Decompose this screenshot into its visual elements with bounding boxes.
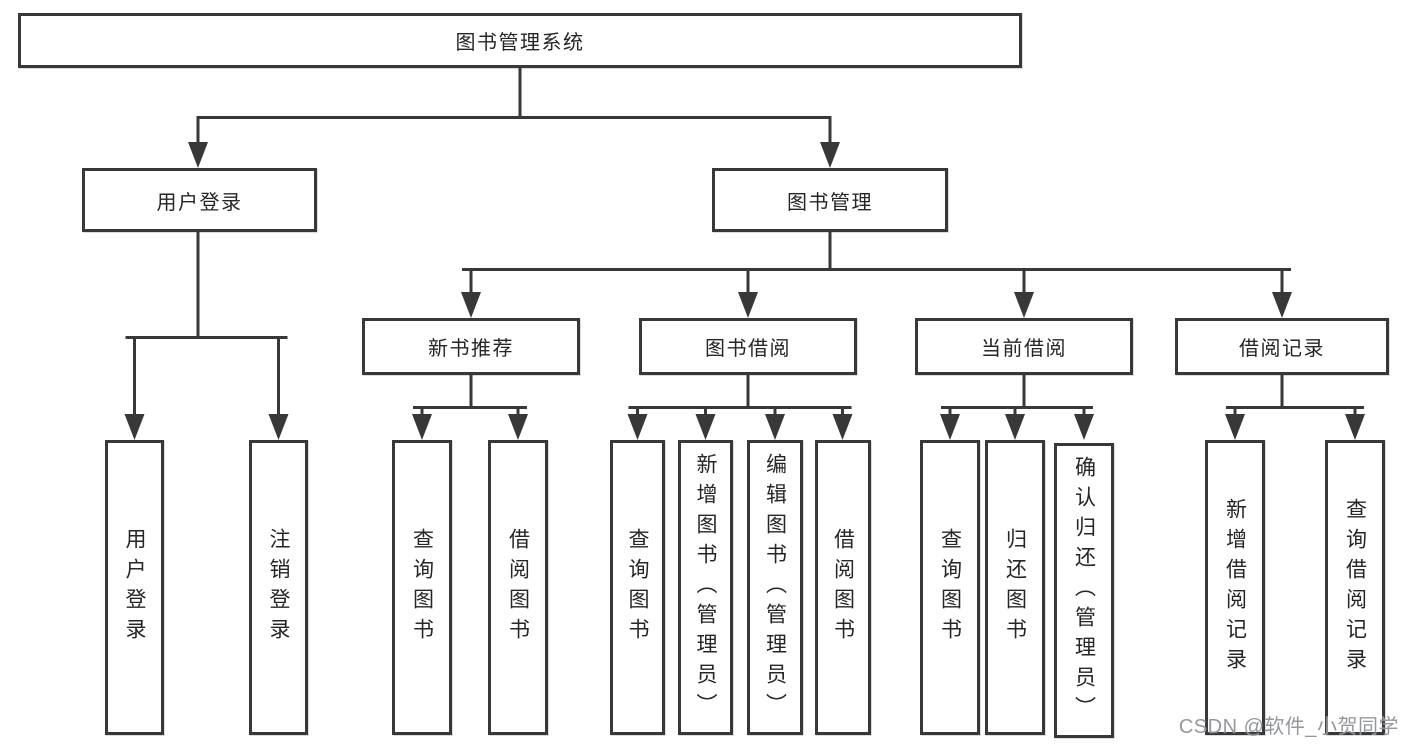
node-book-management: 图书管理 — [712, 168, 948, 232]
node-borrowing-records: 借阅记录 — [1175, 318, 1389, 375]
leaf-add-books-admin: 新增图书（管理员） — [678, 440, 733, 735]
leaf-borrow-books: 借阅图书 — [815, 440, 871, 735]
connector-user-login-to-leaves — [124, 232, 289, 440]
leaf-return-books: 归还图书 — [985, 440, 1045, 735]
connector-book-management-to-level3 — [461, 232, 1292, 318]
connector-root-to-level2 — [188, 68, 840, 168]
leaf-recommend-borrow-books: 借阅图书 — [488, 440, 548, 735]
node-book-borrowing: 图书借阅 — [639, 318, 857, 375]
connector-new-book-recommend-to-leaves — [412, 375, 528, 440]
leaf-borrowing-query-books: 查询图书 — [610, 440, 665, 735]
leaf-user-login: 用户登录 — [105, 440, 164, 735]
watermark: CSDN @软件_小贺同学 — [1178, 716, 1399, 738]
node-new-book-recommend: 新书推荐 — [362, 318, 580, 375]
leaf-confirm-return-admin: 确认归还（管理员） — [1054, 443, 1114, 738]
connector-borrowing-records-to-leaves — [1225, 375, 1365, 440]
leaf-logout: 注销登录 — [249, 440, 308, 735]
leaf-current-query-books: 查询图书 — [920, 440, 980, 735]
node-current-borrowing: 当前借阅 — [915, 318, 1133, 375]
connector-book-borrowing-to-leaves — [627, 375, 853, 440]
leaf-query-borrowing-record: 查询借阅记录 — [1325, 440, 1385, 735]
node-library-management-system: 图书管理系统 — [18, 13, 1022, 68]
leaf-add-borrowing-record: 新增借阅记录 — [1205, 440, 1265, 735]
node-user-login: 用户登录 — [82, 168, 317, 232]
leaf-edit-books-admin: 编辑图书（管理员） — [747, 440, 803, 735]
leaf-recommend-query-books: 查询图书 — [392, 440, 452, 735]
connector-current-borrowing-to-leaves — [940, 375, 1094, 440]
